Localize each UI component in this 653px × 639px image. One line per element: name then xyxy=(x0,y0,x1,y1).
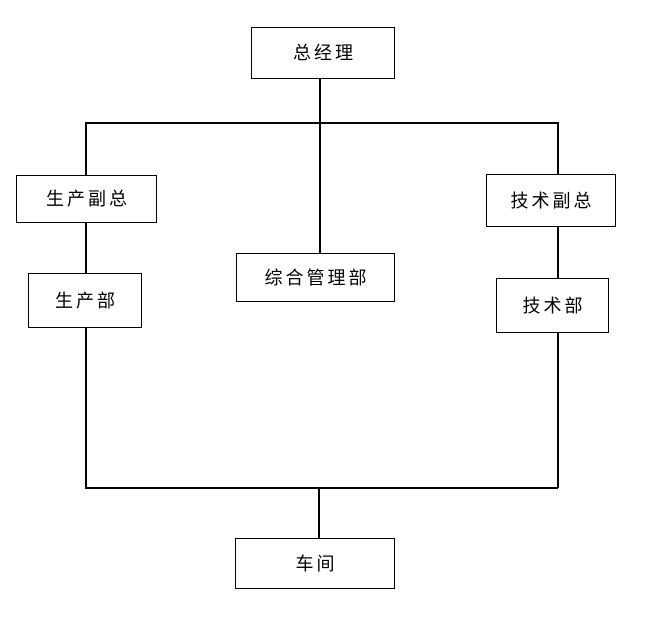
node-workshop-label: 车间 xyxy=(295,553,338,574)
connector-left-mid xyxy=(85,223,87,274)
node-general-admin-dept-label: 综合管理部 xyxy=(264,267,370,288)
connector-right-mid xyxy=(557,227,559,279)
connector-right-long xyxy=(557,333,559,488)
connector-right-top-drop xyxy=(557,122,559,175)
node-technical-dept: 技术部 xyxy=(496,278,609,333)
node-production-dept-label: 生产部 xyxy=(55,290,118,311)
node-technical-dept-label: 技术部 xyxy=(522,295,586,316)
connector-bottom-horizontal xyxy=(85,487,558,489)
connector-center-vertical xyxy=(319,79,321,254)
node-general-manager-label: 总经理 xyxy=(293,43,356,63)
node-technical-vp-label: 技术副总 xyxy=(510,190,595,211)
node-general-admin-dept: 综合管理部 xyxy=(236,253,395,302)
connector-left-long xyxy=(85,328,87,488)
connector-left-top-drop xyxy=(85,122,87,176)
connector-workshop-drop xyxy=(318,487,320,539)
node-production-vp: 生产副总 xyxy=(16,175,157,223)
node-workshop: 车间 xyxy=(235,538,395,589)
node-general-manager: 总经理 xyxy=(251,27,395,79)
node-production-dept: 生产部 xyxy=(28,273,142,328)
node-technical-vp: 技术副总 xyxy=(486,174,616,227)
connector-top-horizontal xyxy=(85,122,558,124)
node-production-vp-label: 生产副总 xyxy=(46,189,130,209)
